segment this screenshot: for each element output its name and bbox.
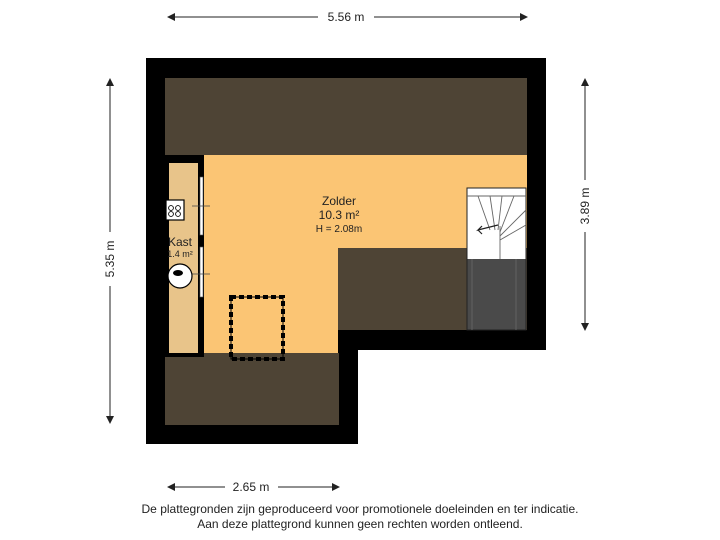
kast-wall-top xyxy=(165,155,204,163)
kast-area: 1.4 m² xyxy=(167,249,193,259)
kast-sliding-door-2 xyxy=(199,246,204,298)
dimension-right: 3.89 m xyxy=(578,78,592,331)
kast-name: Kast xyxy=(168,235,193,249)
dimension-top-label: 5.56 m xyxy=(328,10,365,24)
water-heater-icon xyxy=(167,263,193,289)
loft-hatch xyxy=(229,295,285,361)
dimension-left: 5.35 m xyxy=(103,78,117,424)
dimension-left-label: 5.35 m xyxy=(103,241,117,278)
dimension-bottom-label: 2.65 m xyxy=(233,480,270,494)
kast-wall-bottom xyxy=(165,353,204,357)
zolder-height: H = 2.08m xyxy=(316,224,362,235)
roof-slope-bottom xyxy=(165,353,339,425)
kast-partition-top xyxy=(198,155,204,177)
zolder-name: Zolder xyxy=(322,194,356,208)
dimension-bottom: 2.65 m xyxy=(167,480,340,494)
kast-partition-mid xyxy=(198,235,204,247)
kast-wall-left xyxy=(165,155,169,353)
staircase xyxy=(466,187,527,331)
boiler-icon xyxy=(165,199,185,221)
disclaimer-line-2: Aan deze plattegrond kunnen geen rechten… xyxy=(197,517,523,531)
dimension-top: 5.56 m xyxy=(167,10,528,24)
dimension-right-label: 3.89 m xyxy=(578,188,592,225)
kast-floor xyxy=(169,163,198,353)
zolder-area: 10.3 m² xyxy=(319,208,360,222)
disclaimer-line-1: De plattegronden zijn geproduceerd voor … xyxy=(141,502,579,516)
roof-slope-top xyxy=(165,78,527,155)
kast-partition-bottom xyxy=(198,297,204,353)
